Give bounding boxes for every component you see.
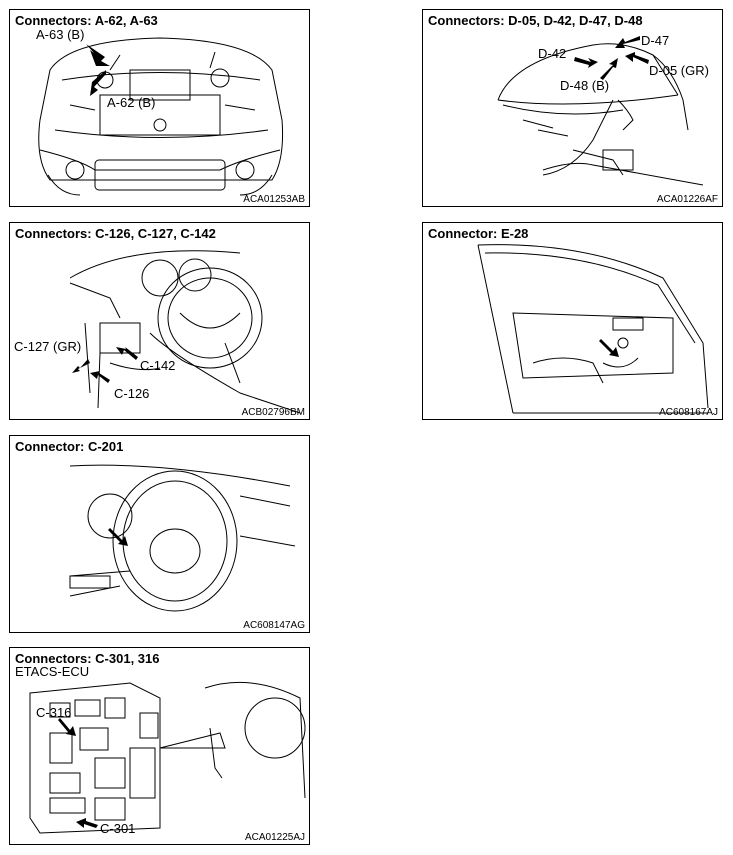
- label-c301: C-301: [100, 821, 136, 836]
- figure-code: ACA01226AF: [656, 194, 718, 205]
- panel-connectors-c301-c316: Connectors: C-301, 316 ETACS-ECU C-316 C…: [9, 647, 310, 845]
- arrow-icon: [108, 528, 128, 546]
- label-a63: A-63 (B): [36, 27, 85, 42]
- panel-title: Connectors: D-05, D-42, D-47, D-48: [428, 13, 643, 28]
- label-c316: C-316: [36, 705, 72, 720]
- arrow-icon: [599, 339, 619, 357]
- panel-title: Connector: E-28: [428, 226, 529, 241]
- label-d42: D-42: [538, 46, 567, 61]
- figure-code: ACA01225AJ: [244, 832, 305, 843]
- arrow-icon: [72, 347, 138, 383]
- etacs-ecu-illustration: [29, 681, 306, 834]
- steering-wheel-illustration: [69, 464, 296, 612]
- figure-code: ACB02796BM: [241, 407, 305, 418]
- engine-bay-illustration: [38, 37, 283, 196]
- label-d05: D-05 (GR): [649, 63, 709, 78]
- label-etacs-ecu: ETACS-ECU: [15, 664, 90, 679]
- arrow-icon: [574, 36, 649, 80]
- label-a62: A-62 (B): [107, 95, 156, 110]
- label-c126: C-126: [114, 386, 150, 401]
- arrow-icon: [86, 44, 110, 96]
- door-illustration: [477, 244, 709, 414]
- label-d47: D-47: [641, 33, 670, 48]
- dashboard-illustration: [69, 250, 301, 414]
- panel-title: Connector: C-201: [15, 439, 124, 454]
- panel-title: Connectors: C-301, 316: [15, 651, 160, 666]
- figure-code: AC608147AG: [243, 620, 305, 631]
- panel-title: Connectors: A-62, A-63: [15, 13, 158, 28]
- panel-connectors-a62-a63: Connectors: A-62, A-63 A-63 (B) A-62 (B)…: [9, 9, 310, 207]
- rear-door-illustration: [497, 43, 704, 186]
- label-c142: C-142: [140, 358, 176, 373]
- label-c127: C-127 (GR): [14, 339, 82, 354]
- panel-title: Connectors: C-126, C-127, C-142: [15, 226, 216, 241]
- panel-connectors-d05-d42-d47-d48: Connectors: D-05, D-42, D-47, D-48 D-47 …: [422, 9, 723, 207]
- figure-code: ACA01253AB: [243, 194, 305, 205]
- label-d48: D-48 (B): [560, 78, 610, 93]
- panel-connectors-c126-c127-c142: Connectors: C-126, C-127, C-142 C-127 (G…: [9, 222, 310, 420]
- figure-code: AC608167AJ: [659, 407, 718, 418]
- panel-connector-c201: Connector: C-201 AC608147AG: [9, 435, 310, 633]
- panel-connector-e28: Connector: E-28 AC608167AJ: [422, 222, 723, 420]
- arrow-icon: [58, 718, 98, 828]
